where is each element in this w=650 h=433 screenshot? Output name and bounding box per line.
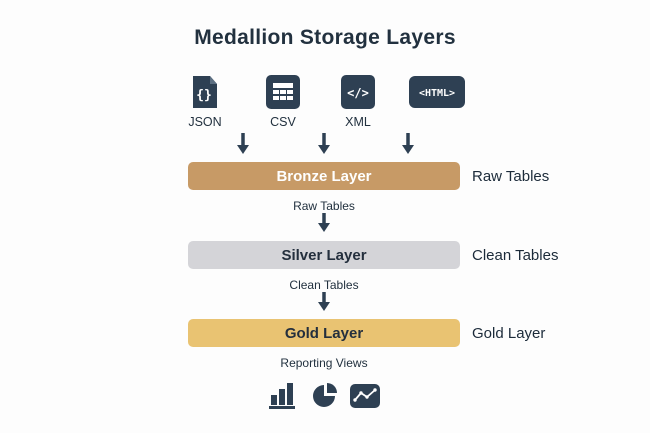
down-arrow-icon (402, 133, 414, 154)
bronze-flow-label: Raw Tables (293, 199, 355, 213)
html-glyph: <HTML> (419, 88, 455, 99)
silver-side-label: Clean Tables (472, 247, 559, 264)
source-json: {} JSON (175, 74, 235, 129)
silver-layer-label: Silver Layer (281, 246, 367, 264)
page-title: Medallion Storage Layers (194, 26, 456, 49)
reporting-icons-row (188, 382, 460, 409)
line-chart-icon (349, 384, 380, 408)
bronze-layer-bar: Bronze Layer (188, 162, 460, 190)
bronze-side-label: Raw Tables (472, 168, 550, 185)
gold-layer-bar: Gold Layer (188, 319, 460, 347)
csv-table-icon (266, 75, 300, 109)
source-label-json: JSON (188, 115, 222, 129)
xml-code-icon: </> (341, 75, 375, 109)
source-label-xml: XML (345, 115, 371, 129)
source-html: <HTML> (406, 74, 468, 110)
xml-glyph: </> (347, 86, 369, 100)
pie-chart-icon (312, 383, 337, 407)
json-file-icon: {} (193, 76, 217, 108)
source-xml: </> XML (328, 74, 388, 129)
bronze-layer-label: Bronze Layer (276, 167, 372, 185)
silver-flow-label: Clean Tables (289, 278, 359, 292)
down-arrow-icon (237, 133, 249, 154)
source-label-csv: CSV (270, 115, 296, 129)
down-arrow-icon (318, 213, 330, 232)
gold-side-label: Gold Layer (472, 325, 546, 342)
bar-chart-icon (268, 383, 295, 409)
gold-flow-label: Reporting Views (280, 356, 368, 370)
down-arrow-icon (318, 292, 330, 311)
gold-layer-label: Gold Layer (284, 324, 364, 342)
json-glyph: {} (196, 88, 212, 103)
source-csv: CSV (253, 74, 313, 129)
silver-layer-bar: Silver Layer (188, 241, 460, 269)
down-arrow-icon (318, 133, 330, 154)
html-browser-icon: <HTML> (409, 76, 465, 108)
